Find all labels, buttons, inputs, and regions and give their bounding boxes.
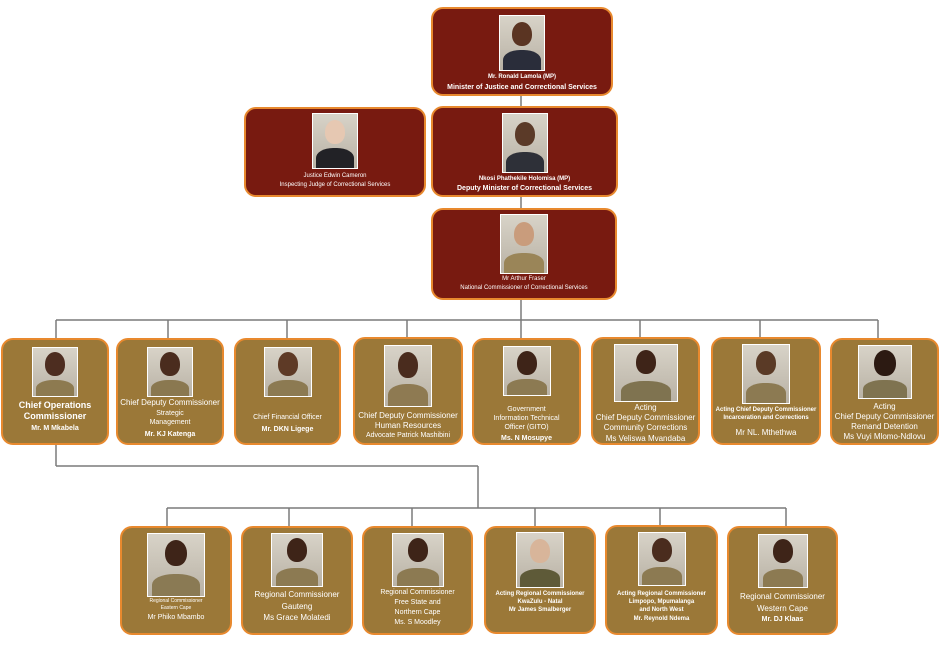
cdc-hr-photo: [384, 345, 432, 407]
gito-line2: Information Technical: [493, 415, 560, 422]
rc-eastern-cape-line1: Regional Commissioner: [149, 598, 203, 604]
rc-western-cape-photo: [757, 534, 808, 588]
cdc-hr-line1: Chief Deputy Commissioner: [358, 411, 458, 420]
rc-kwazulu-natal-photo: [516, 532, 564, 588]
cfo-photo: [263, 347, 312, 397]
deputy-minister-name: Nkosi Phathekile Holomisa (MP): [478, 176, 571, 182]
rc-gauteng-photo: [271, 533, 323, 587]
coo-name: Mr. M Mkabela: [31, 425, 79, 432]
cdc-strategic-box[interactable]: Chief Deputy Commissioner Strategic Mana…: [116, 338, 224, 445]
deputy-minister-box[interactable]: Nkosi Phathekile Holomisa (MP) Deputy Mi…: [431, 106, 618, 197]
cdc-strategic-line2: Strategic: [156, 410, 184, 417]
rc-western-cape-line1: Regional Commissioner: [740, 592, 825, 601]
cdc-incarceration-line1: Acting Chief Deputy Commissioner: [715, 407, 817, 413]
cdc-remand-line2: Chief Deputy Commissioner: [834, 412, 935, 421]
rc-free-state-line2: Free State and: [394, 599, 441, 606]
cdc-strategic-line3: Management: [149, 419, 191, 426]
cdc-community-photo: [613, 344, 678, 402]
cfo-line1: Chief Financial Officer: [253, 414, 322, 421]
rc-limpopo-line1: Acting Regional Commissioner: [616, 591, 706, 597]
minister-title: Minister of Justice and Correctional Ser…: [447, 84, 597, 91]
cdc-community-box[interactable]: Acting Chief Deputy Commissioner Communi…: [591, 337, 700, 445]
rc-eastern-cape-box[interactable]: Regional Commissioner Eastern Cape Mr Ph…: [120, 526, 232, 635]
judge-box[interactable]: Justice Edwin Cameron Inspecting Judge o…: [244, 107, 426, 197]
gito-line1: Government: [507, 406, 546, 413]
rc-free-state-box[interactable]: Regional Commissioner Free State and Nor…: [362, 526, 473, 635]
rc-free-state-line3: Northern Cape: [394, 609, 441, 616]
coo-line1: Chief Operations: [18, 400, 92, 410]
gito-name: Ms. N Mosupye: [501, 435, 552, 442]
cfo-box[interactable]: Chief Financial Officer Mr. DKN Ligege: [234, 338, 341, 445]
rc-kwazulu-natal-line2: KwaZulu - Natal: [517, 599, 563, 605]
national-commissioner-box[interactable]: Mr Arthur Fraser National Commissioner o…: [431, 208, 617, 300]
cdc-incarceration-box[interactable]: Acting Chief Deputy Commissioner Incarce…: [711, 337, 821, 445]
national-commissioner-title: National Commissioner of Correctional Se…: [460, 285, 588, 291]
rc-limpopo-box[interactable]: Acting Regional Commissioner Limpopo, Mp…: [605, 525, 718, 635]
minister-photo: [499, 15, 545, 71]
deputy-minister-title: Deputy Minister of Correctional Services: [457, 185, 592, 192]
rc-free-state-name: Ms. S Moodley: [394, 619, 441, 626]
cdc-community-name: Ms Veliswa Mvandaba: [605, 434, 686, 443]
rc-kwazulu-natal-line1: Acting Regional Commissioner: [495, 591, 585, 597]
cdc-remand-photo: [857, 345, 912, 399]
rc-limpopo-name: Mr. Reynold Ndema: [633, 616, 690, 622]
judge-name: Justice Edwin Cameron: [303, 173, 367, 179]
cdc-remand-line1: Acting: [873, 402, 896, 411]
gito-box[interactable]: Government Information Technical Officer…: [472, 338, 581, 445]
national-commissioner-name: Mr Arthur Fraser: [502, 276, 546, 282]
cdc-incarceration-photo: [742, 344, 790, 404]
rc-western-cape-box[interactable]: Regional Commissioner Western Cape Mr. D…: [727, 526, 838, 635]
rc-gauteng-box[interactable]: Regional Commissioner Gauteng Ms Grace M…: [241, 526, 353, 635]
rc-gauteng-line2: Gauteng: [281, 602, 313, 611]
gito-line3: Officer (GITO): [504, 424, 549, 431]
coo-box[interactable]: Chief Operations Commissioner Mr. M Mkab…: [1, 338, 109, 445]
rc-limpopo-photo: [637, 532, 686, 586]
rc-gauteng-line1: Regional Commissioner: [254, 590, 340, 599]
rc-western-cape-line2: Western Cape: [757, 604, 808, 613]
cdc-hr-line2: Human Resources: [374, 421, 442, 430]
judge-title: Inspecting Judge of Correctional Service…: [279, 182, 391, 188]
cdc-incarceration-line2: Incarceration and Corrections: [723, 415, 809, 421]
minister-box[interactable]: Mr. Ronald Lamola (MP) Minister of Justi…: [431, 7, 613, 96]
rc-free-state-photo: [391, 533, 444, 587]
rc-free-state-line1: Regional Commissioner: [380, 589, 455, 596]
rc-eastern-cape-name: Mr Phiko Mbambo: [147, 614, 205, 621]
rc-eastern-cape-line2: Eastern Cape: [160, 605, 192, 611]
cdc-remand-box[interactable]: Acting Chief Deputy Commissioner Remand …: [830, 338, 939, 445]
cdc-hr-box[interactable]: Chief Deputy Commissioner Human Resource…: [353, 337, 463, 445]
minister-name: Mr. Ronald Lamola (MP): [487, 74, 556, 80]
cdc-remand-name: Ms Vuyi Mlomo-Ndlovu: [843, 432, 926, 441]
cdc-strategic-line1: Chief Deputy Commissioner: [120, 398, 220, 407]
rc-limpopo-line3: and North West: [639, 607, 684, 613]
cdc-community-line3: Community Corrections: [603, 423, 688, 432]
rc-limpopo-line2: Limpopo, Mpumalanga: [628, 599, 695, 605]
cdc-strategic-name: Mr. KJ Katenga: [144, 431, 196, 438]
judge-photo: [312, 113, 358, 169]
rc-gauteng-name: Ms Grace Molatedi: [263, 613, 331, 622]
cdc-community-line2: Chief Deputy Commissioner: [595, 413, 696, 422]
rc-kwazulu-natal-name: Mr James Smalberger: [508, 607, 572, 613]
coo-photo: [32, 347, 78, 397]
deputy-minister-photo: [501, 113, 548, 173]
cfo-name: Mr. DKN Ligege: [261, 426, 314, 433]
cdc-community-line1: Acting: [634, 403, 657, 412]
rc-kwazulu-natal-box[interactable]: Acting Regional Commissioner KwaZulu - N…: [484, 526, 596, 634]
cdc-strategic-photo: [147, 347, 193, 397]
rc-eastern-cape-photo: [147, 533, 205, 597]
national-commissioner-photo: [500, 214, 548, 274]
cdc-incarceration-name: Mr NL. Mthethwa: [735, 428, 797, 437]
cdc-remand-line3: Remand Detention: [851, 422, 918, 431]
cdc-hr-name: Advocate Patrick Mashibini: [365, 432, 451, 439]
gito-photo: [502, 346, 551, 396]
rc-western-cape-name: Mr. DJ Klaas: [761, 616, 804, 623]
coo-line2: Commissioner: [23, 411, 87, 421]
